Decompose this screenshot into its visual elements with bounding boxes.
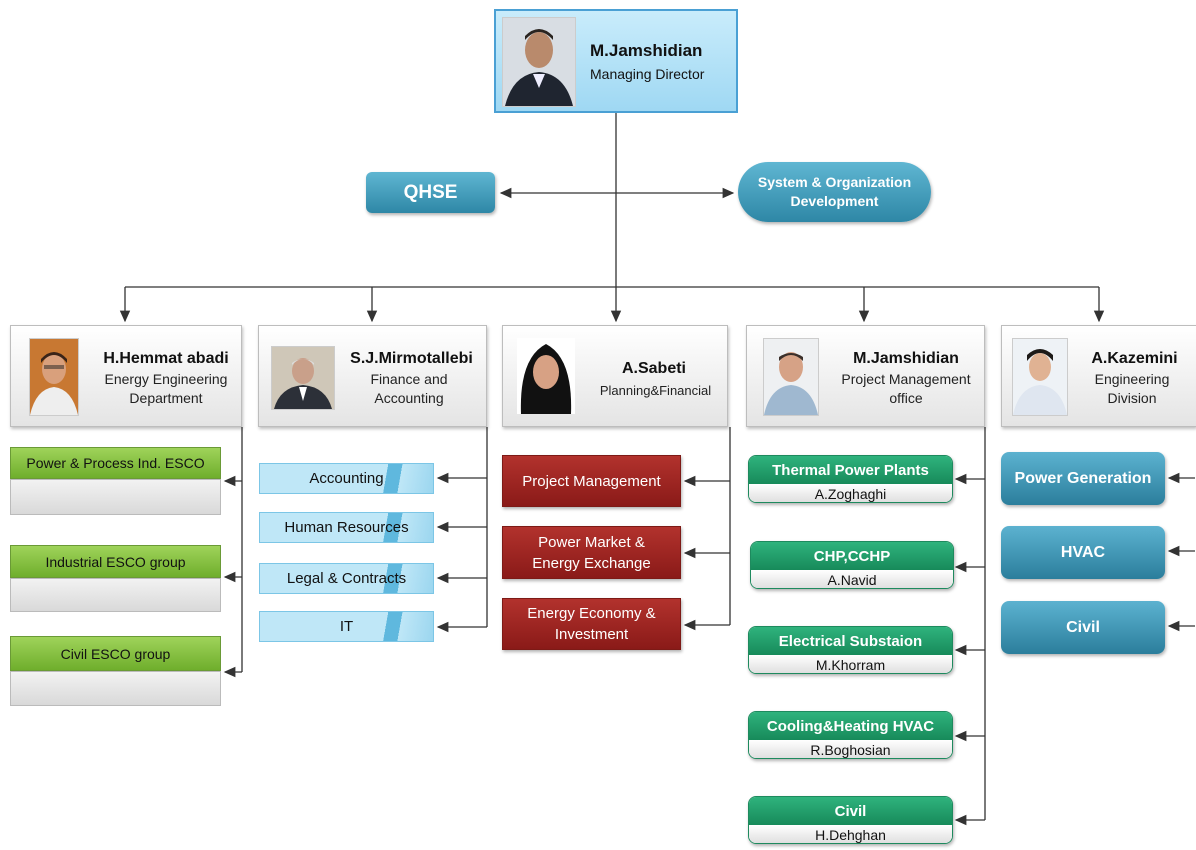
esco-group-header: Power & Process Ind. ESCO (10, 447, 221, 479)
manager-name: M.Jamshidian (853, 350, 959, 367)
pmo-unit: Civil H.Dehghan (748, 796, 953, 844)
esco-group-body (10, 578, 221, 612)
pmo-unit: CHP,CCHP A.Navid (750, 541, 954, 589)
manager-role: Finance and Accounting (370, 371, 448, 406)
finance-unit: IT (259, 611, 434, 642)
managing-director-photo (502, 17, 576, 107)
esco-group-body (10, 671, 221, 706)
pmo-unit-lead: A.Navid (751, 570, 953, 588)
esco-group-body (10, 479, 221, 515)
pmo-unit: Thermal Power Plants A.Zoghaghi (748, 455, 953, 503)
manager-card-engineering: A.Kazemini Engineering Division (1001, 325, 1196, 427)
manager-name: A.Sabeti (621, 360, 686, 377)
manager-role: Planning&Financial (599, 383, 712, 398)
pmo-unit-lead: H.Dehghan (749, 825, 952, 843)
manager-card-project-management: M.Jamshidian Project Management office (746, 325, 985, 427)
manager-photo (29, 338, 79, 416)
esco-group-header: Industrial ESCO group (10, 545, 221, 578)
manager-name: A.Kazemini (1091, 350, 1178, 367)
manager-photo (271, 346, 335, 410)
pmo-unit-title: CHP,CCHP (751, 542, 953, 570)
pmo-unit-title: Civil (749, 797, 952, 825)
manager-name: S.J.Mirmotallebi (350, 350, 473, 367)
pmo-unit-title: Electrical Substaion (749, 627, 952, 655)
esco-group-header: Civil ESCO group (10, 636, 221, 671)
manager-role: Energy Engineering Department (104, 371, 228, 406)
managing-director-title: Managing Director (590, 66, 705, 82)
manager-photo (1012, 338, 1068, 416)
pmo-unit-title: Cooling&Heating HVAC (749, 712, 952, 740)
managing-director-box: M.Jamshidian Managing Director (494, 9, 738, 113)
engineering-unit: Civil (1001, 601, 1165, 654)
qhse-box: QHSE (366, 172, 495, 213)
manager-name: H.Hemmat abadi (103, 350, 229, 367)
managing-director-name: M.Jamshidian (590, 41, 703, 60)
finance-unit: Accounting (259, 463, 434, 494)
pmo-unit-lead: R.Boghosian (749, 740, 952, 758)
manager-role: Engineering Division (1094, 371, 1170, 406)
pmo-unit-lead: M.Khorram (749, 655, 952, 673)
manager-photo (763, 338, 819, 416)
manager-card-finance: S.J.Mirmotallebi Finance and Accounting (258, 325, 487, 427)
engineering-unit: HVAC (1001, 526, 1165, 579)
planning-unit: Power Market & Energy Exchange (502, 526, 681, 579)
planning-unit: Energy Economy & Investment (502, 598, 681, 650)
manager-card-planning: A.Sabeti Planning&Financial (502, 325, 728, 427)
manager-card-energy-engineering: H.Hemmat abadi Energy Engineering Depart… (10, 325, 242, 427)
pmo-unit-title: Thermal Power Plants (749, 456, 952, 484)
manager-photo (517, 338, 575, 414)
manager-role: Project Management office (841, 371, 971, 406)
finance-unit: Human Resources (259, 512, 434, 543)
finance-unit: Legal & Contracts (259, 563, 434, 594)
planning-unit: Project Management (502, 455, 681, 507)
pmo-unit-lead: A.Zoghaghi (749, 484, 952, 502)
engineering-unit: Power Generation (1001, 452, 1165, 505)
pmo-unit: Electrical Substaion M.Khorram (748, 626, 953, 674)
system-organization-development-box: System & Organization Development (738, 162, 931, 222)
pmo-unit: Cooling&Heating HVAC R.Boghosian (748, 711, 953, 759)
